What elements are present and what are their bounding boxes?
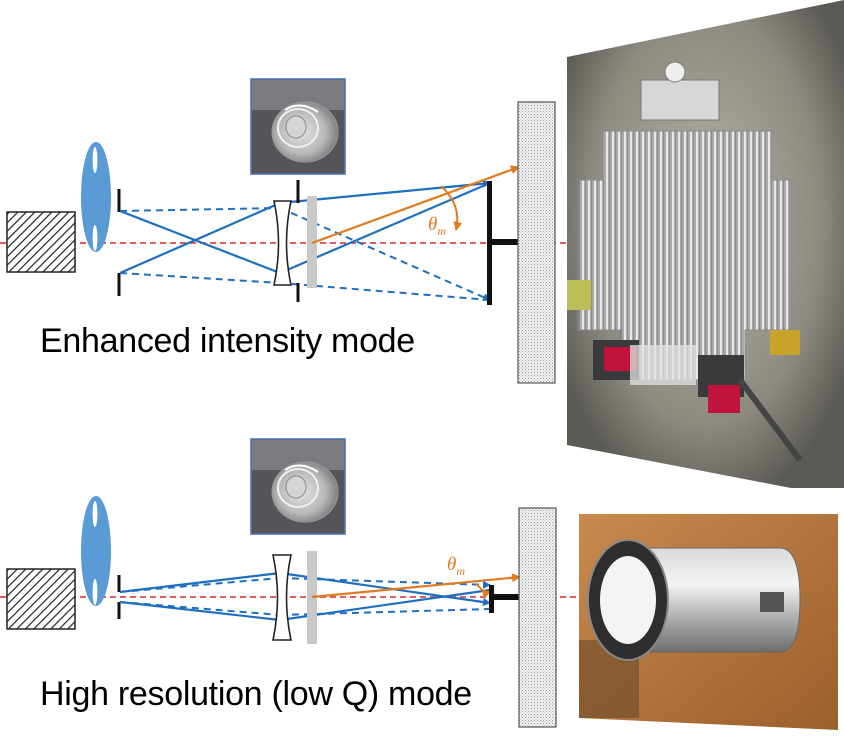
panel-high-resolution: θm High resolution (l <box>0 438 838 730</box>
scattering-angle-arc <box>475 583 491 599</box>
scattered-ray <box>311 165 520 245</box>
beamstop <box>487 181 520 305</box>
refractive-lens <box>272 554 292 641</box>
refractive-lens <box>273 200 292 286</box>
panel-caption-high-resolution: High resolution (low Q) mode <box>40 675 472 713</box>
scattered-ray <box>311 573 521 599</box>
sample <box>307 551 317 644</box>
detector-vessel-photo <box>567 0 844 488</box>
panel-enhanced-intensity: θm <box>0 0 844 488</box>
source-box <box>6 211 76 273</box>
scattering-angle-arc <box>440 185 463 231</box>
lens-photo <box>250 78 346 175</box>
high-res-detector-photo <box>579 514 838 730</box>
theta-label: θm <box>447 554 465 578</box>
theta-label: θm <box>428 214 446 238</box>
beamstop <box>489 585 520 613</box>
focusing-lens <box>81 496 111 606</box>
lens-photo <box>250 438 346 535</box>
source-box <box>6 568 76 630</box>
beam-rays-dashed <box>119 577 491 616</box>
panel-caption-enhanced: Enhanced intensity mode <box>40 322 415 360</box>
detector-panel <box>517 101 556 384</box>
detector-panel <box>518 507 557 728</box>
focusing-lens <box>81 142 111 252</box>
